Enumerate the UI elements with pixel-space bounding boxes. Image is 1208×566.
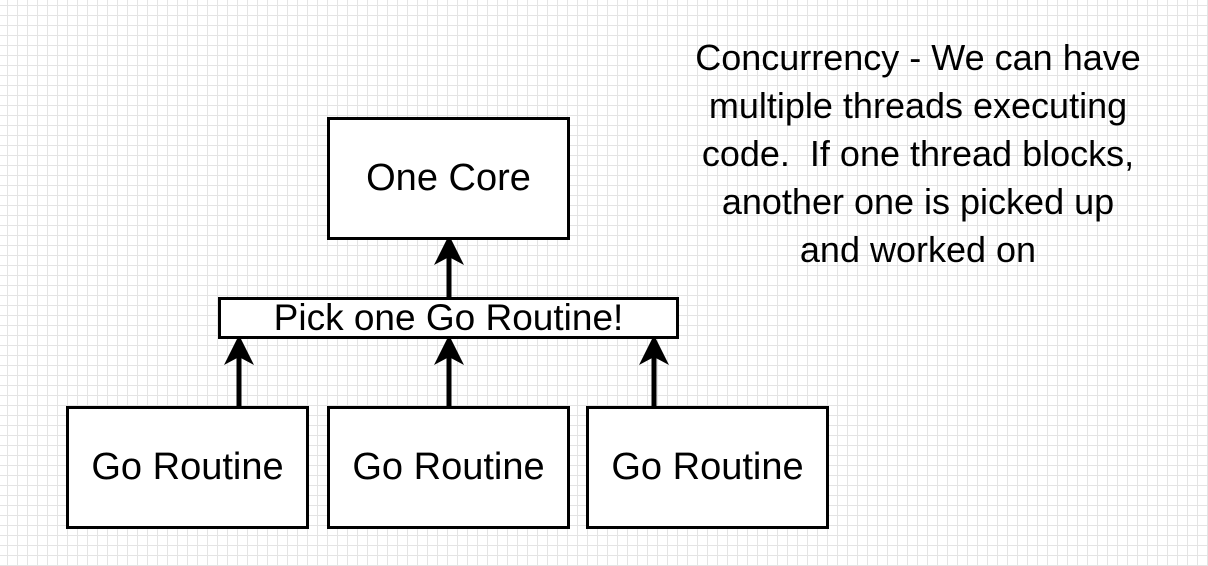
concurrency-note: Concurrency - We can have multiple threa… xyxy=(648,34,1188,274)
go-routine-node-2: Go Routine xyxy=(327,406,570,529)
go-routine-node-1: Go Routine xyxy=(66,406,309,529)
note-line-2: multiple threads executing xyxy=(708,85,1128,126)
scheduler-node: Pick one Go Routine! xyxy=(218,297,679,339)
note-line-1: Concurrency - We can have xyxy=(695,37,1141,78)
core-label: One Core xyxy=(366,157,531,199)
note-line-4: another one is picked up xyxy=(721,181,1115,222)
note-line-5: and worked on xyxy=(799,229,1037,270)
go-routine-node-3: Go Routine xyxy=(586,406,829,529)
go-routine-label-1: Go Routine xyxy=(91,446,284,488)
note-line-3: code. If one thread blocks, xyxy=(701,133,1135,174)
go-routine-label-2: Go Routine xyxy=(352,446,545,488)
scheduler-label: Pick one Go Routine! xyxy=(273,297,624,338)
go-routine-label-3: Go Routine xyxy=(611,446,804,488)
core-node: One Core xyxy=(327,117,570,240)
